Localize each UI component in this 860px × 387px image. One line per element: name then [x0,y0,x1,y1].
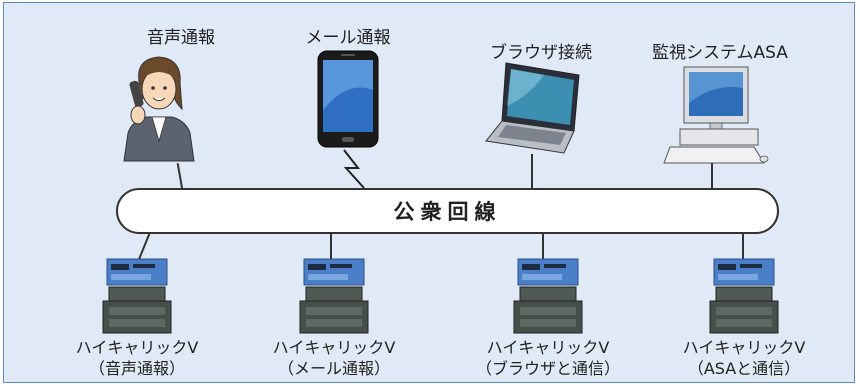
plc-name: ハイキャリックV [682,338,806,357]
phone-operator-icon [123,56,195,162]
laptop-link [531,154,533,189]
network-diagram: 音声通報 メール通報 ブラウザ接続 監視システムASA [3,2,855,383]
smartphone-icon [317,50,379,148]
plc-role: （メール通報） [277,359,390,378]
plc-role: （ASAと通信） [687,359,801,378]
plc-unit-icon [102,258,172,334]
mail-notification-label: メール通報 [305,28,391,48]
plc-label-browser: ハイキャリックV （ブラウザと通信） [463,337,633,379]
browser-connection-label: ブラウザ接続 [490,43,592,63]
plc-role: （音声通報） [88,359,185,378]
asa-monitoring-label: 監視システムASA [652,43,788,63]
plc-label-voice: ハイキャリックV （音声通報） [62,337,212,379]
plc-name: ハイキャリックV [272,338,396,357]
plc-unit-icon [299,258,369,334]
voice-notification-label: 音声通報 [147,28,215,48]
plc-role: （ブラウザと通信） [475,359,620,378]
desktop-computer-icon [663,66,769,164]
plc-unit-icon [709,258,779,334]
plc-label-mail: ハイキャリックV （メール通報） [259,337,409,379]
voice-link [176,163,184,190]
plc-link-3 [542,232,544,260]
plc-name: ハイキャリックV [486,338,610,357]
plc-link-4 [742,232,744,260]
plc-label-asa: ハイキャリックV （ASAと通信） [664,337,824,379]
plc-name: ハイキャリックV [75,338,199,357]
laptop-icon [485,62,580,154]
wireless-signal-icon [343,149,365,189]
desktop-link [711,163,713,189]
plc-link-2 [330,232,332,260]
plc-unit-icon [513,258,583,334]
public-line-bus: 公衆回線 [116,188,779,234]
